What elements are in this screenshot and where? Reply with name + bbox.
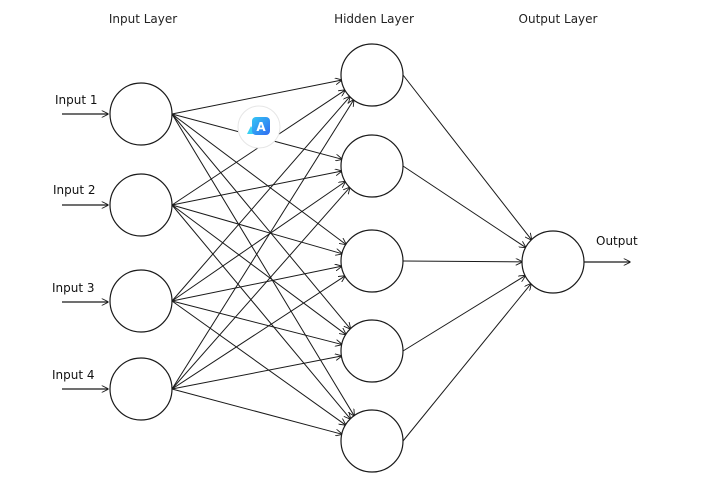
edge-input2-hidden5 xyxy=(171,204,350,419)
app-logo-icon: A xyxy=(247,117,270,135)
input-3-label: Input 3 xyxy=(52,281,95,295)
edge-hidden5-output xyxy=(402,284,531,442)
edge-hidden3-output xyxy=(402,261,522,262)
edge-input1-hidden4 xyxy=(171,113,350,329)
edge-input2-hidden2 xyxy=(171,171,341,206)
hidden-node-5 xyxy=(340,409,404,473)
edge-input1-hidden1 xyxy=(171,80,341,115)
input-node-3 xyxy=(109,269,173,333)
edge-input3-hidden1 xyxy=(171,97,350,302)
edge-input4-hidden3 xyxy=(171,276,345,390)
edge-hidden1-output xyxy=(402,74,531,240)
hidden-layer xyxy=(340,43,404,473)
input-layer-title: Input Layer xyxy=(109,12,177,26)
hidden-node-2 xyxy=(340,134,404,198)
edge-input2-hidden4 xyxy=(171,204,346,334)
edge-input4-hidden1 xyxy=(171,100,354,390)
edge-input1-hidden3 xyxy=(171,113,346,244)
hidden-node-1 xyxy=(340,43,404,107)
input-arrows-group xyxy=(62,114,108,389)
edge-hidden4-output xyxy=(402,276,525,352)
app-badge[interactable]: A xyxy=(237,105,281,149)
edge-input2-hidden3 xyxy=(171,204,342,254)
input-node-4 xyxy=(109,357,173,421)
output-layer xyxy=(521,230,585,294)
output-layer-title: Output Layer xyxy=(519,12,598,26)
output-label: Output xyxy=(596,234,638,248)
edge-input1-hidden5 xyxy=(171,113,354,416)
hidden-layer-title: Hidden Layer xyxy=(334,12,414,26)
output-node xyxy=(521,230,585,294)
edge-hidden2-output xyxy=(402,165,526,247)
input-node-1 xyxy=(109,82,173,146)
input-layer xyxy=(109,82,173,421)
connections-group xyxy=(171,74,531,442)
edge-input3-hidden5 xyxy=(171,300,345,425)
edge-input4-hidden2 xyxy=(171,188,350,390)
input-2-label: Input 2 xyxy=(53,183,96,197)
edge-input4-hidden4 xyxy=(171,356,341,390)
edge-input3-hidden4 xyxy=(171,300,342,344)
edge-input3-hidden2 xyxy=(171,182,345,302)
hidden-node-3 xyxy=(340,229,404,293)
input-4-label: Input 4 xyxy=(52,368,95,382)
input-1-label: Input 1 xyxy=(55,93,98,107)
hidden-node-4 xyxy=(340,319,404,383)
badge-letter: A xyxy=(256,120,266,134)
edge-input3-hidden3 xyxy=(171,266,341,302)
input-node-2 xyxy=(109,173,173,237)
edge-input4-hidden5 xyxy=(171,388,342,434)
